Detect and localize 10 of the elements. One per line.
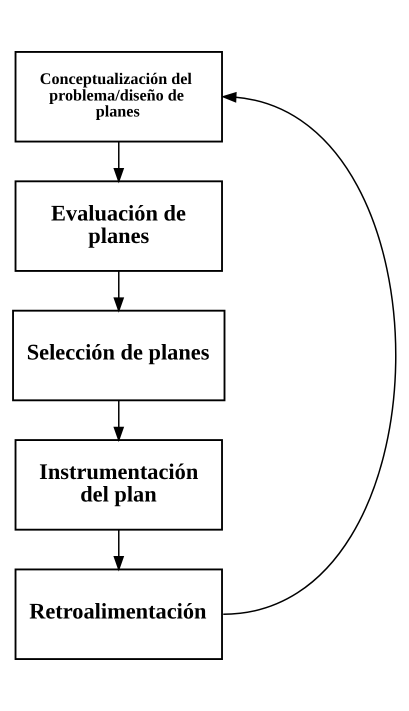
arrow bbox=[113, 530, 124, 572]
arrow bbox=[113, 142, 124, 184]
arrow bbox=[113, 271, 124, 313]
arrow bbox=[221, 92, 396, 615]
node-box: Evaluación de planes bbox=[14, 180, 223, 272]
node-box: Conceptualización del problema/diseño de planes bbox=[14, 51, 223, 142]
node-box: Selección de planes bbox=[12, 310, 226, 402]
node-box: Instrumentación del plan bbox=[14, 439, 223, 531]
arrow bbox=[113, 400, 124, 442]
node-box: Retroalimentación bbox=[14, 568, 223, 660]
